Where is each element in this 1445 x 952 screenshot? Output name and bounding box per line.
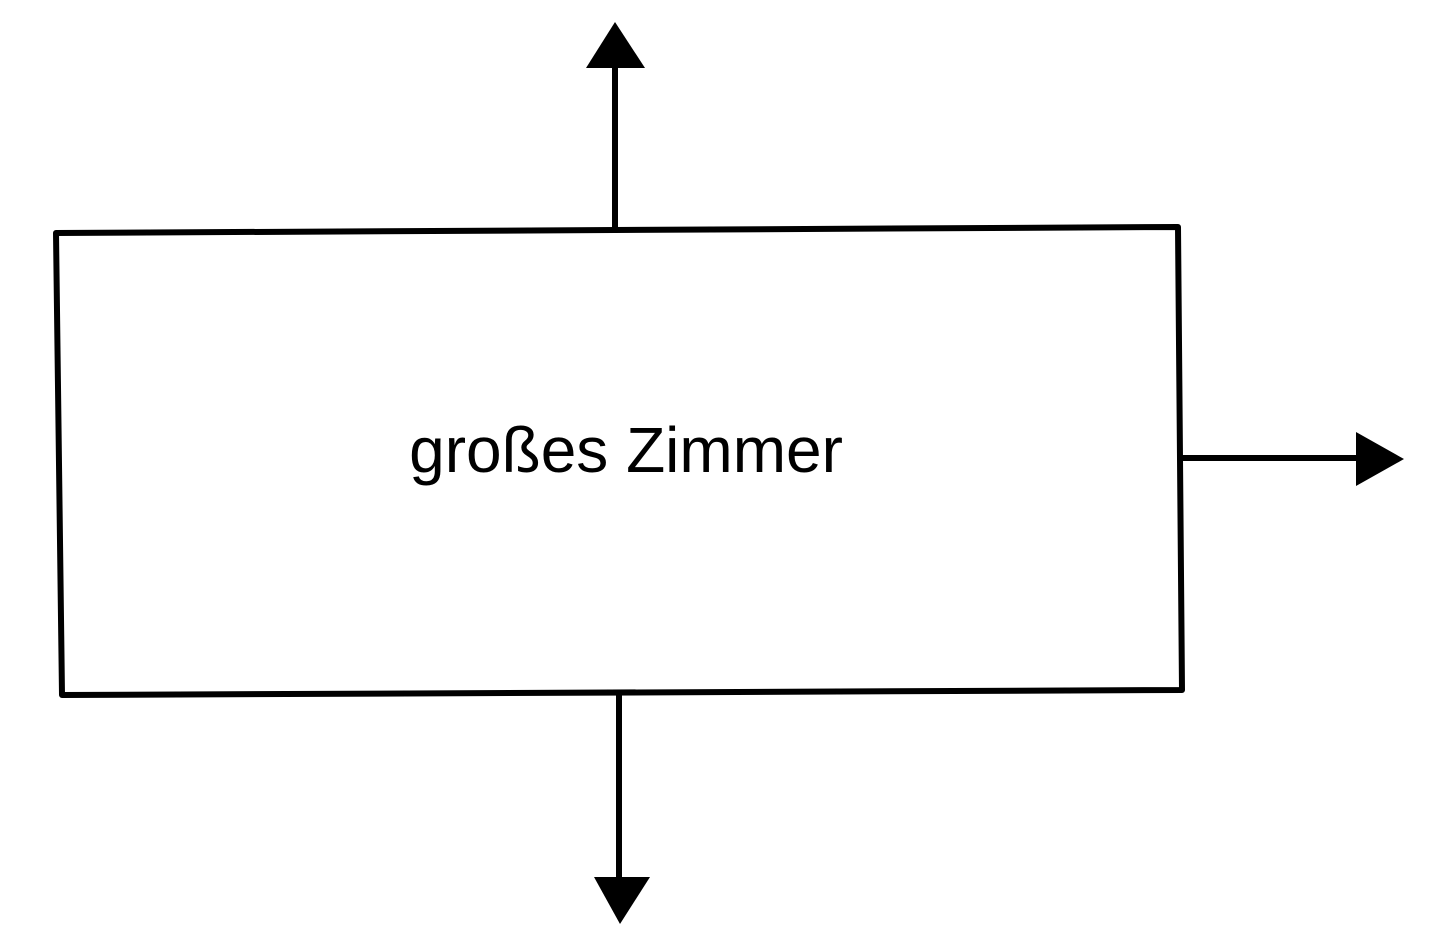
arrow-right-head	[1356, 432, 1404, 486]
arrow-down-head	[594, 877, 650, 924]
arrow-down	[594, 693, 650, 924]
arrow-right	[1180, 432, 1404, 486]
room-label: großes Zimmer	[409, 414, 843, 486]
arrow-up	[586, 22, 645, 230]
arrow-up-head	[586, 22, 645, 68]
room-box	[53, 224, 1185, 698]
